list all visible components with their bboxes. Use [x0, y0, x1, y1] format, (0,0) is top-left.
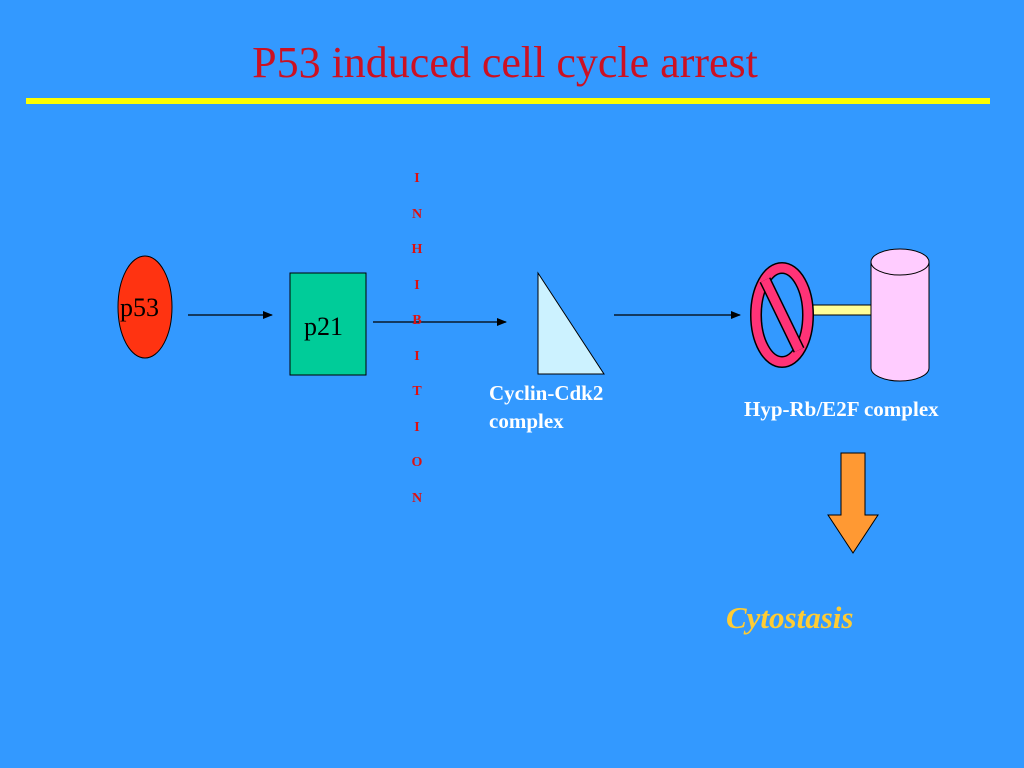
slide-title: P53 induced cell cycle arrest — [252, 38, 758, 87]
inhibition-letter: B — [412, 313, 422, 328]
p53-oval — [117, 255, 173, 359]
inhibition-letter: N — [411, 490, 423, 506]
inhibition-letter: N — [411, 206, 423, 222]
inhibition-letter: T — [412, 384, 422, 399]
down-arrow — [827, 452, 879, 554]
p21-label: p21 — [304, 312, 343, 341]
inhibition-letter: O — [411, 455, 423, 470]
e2f-cylinder — [870, 248, 930, 382]
hyp-rb-e2f-label: Hyp-Rb/E2F complex — [744, 397, 939, 421]
p53-label: p53 — [120, 293, 159, 322]
cyclin-label-line2: complex — [489, 409, 564, 433]
rb-e2f-connector — [807, 304, 872, 316]
inhibition-letter: I — [414, 277, 420, 293]
inhibition-letter: H — [411, 242, 423, 257]
title-underline — [26, 98, 990, 104]
cytostasis-label: Cytostasis — [726, 600, 854, 635]
inhibition-letter: I — [414, 419, 420, 435]
inhibition-vertical-label: I N H I B I T I O N — [402, 170, 432, 525]
inhibition-letter: I — [414, 171, 420, 186]
cyclin-cdk2-triangle — [537, 271, 605, 375]
p21-box — [289, 272, 367, 376]
no-sign-icon — [750, 262, 814, 368]
inhibition-letter: I — [414, 348, 420, 364]
cyclin-label-line1: Cyclin-Cdk2 — [489, 381, 604, 405]
cyclin-cdk2-label: Cyclin-Cdk2 complex — [489, 379, 603, 435]
